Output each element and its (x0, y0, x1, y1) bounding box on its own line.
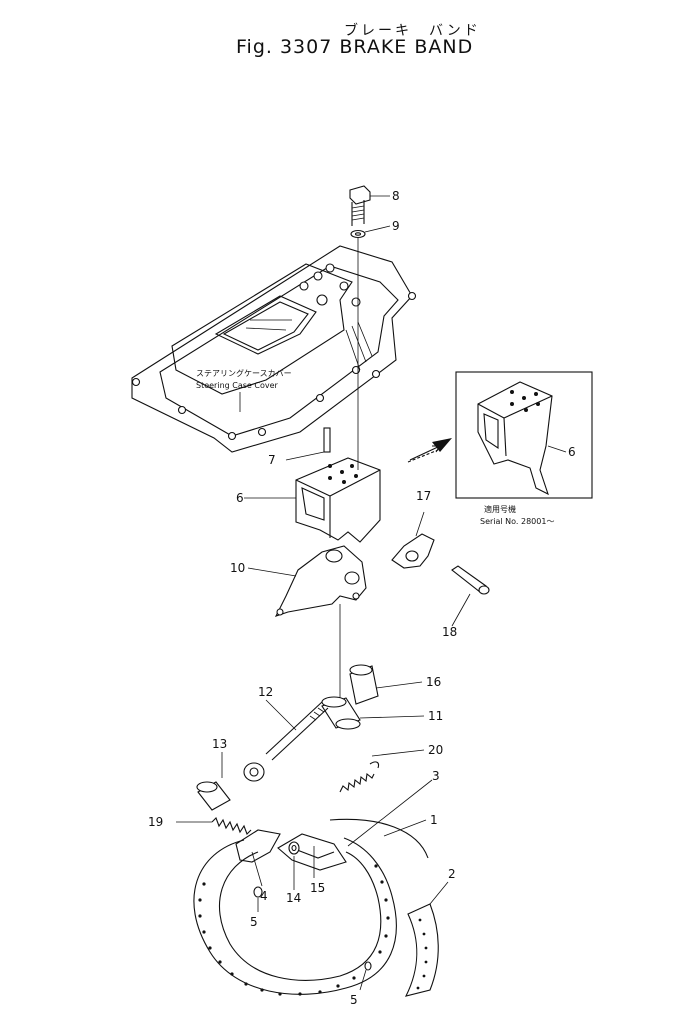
bolt-8 (349, 185, 390, 226)
rivet-5-lower (359, 961, 372, 991)
steering-case-cover (131, 245, 417, 453)
spring-20 (339, 749, 425, 793)
label-part-13: 13 (212, 737, 227, 751)
lever-17 (391, 511, 435, 569)
label-part-18: 18 (442, 625, 457, 639)
label-part-6-inset: 6 (568, 445, 576, 459)
label-part-15: 15 (310, 881, 325, 895)
pin-13 (196, 752, 231, 811)
inset-alternate-bracket (455, 371, 593, 499)
label-part-2: 2 (448, 867, 456, 881)
bracket-4 (235, 829, 281, 887)
figure-title-japanese: ブレーキ バンド (344, 23, 481, 39)
label-part-9: 9 (392, 219, 400, 233)
label-part-1: 1 (430, 813, 438, 827)
label-part-8: 8 (392, 189, 400, 203)
washer-14 (288, 841, 300, 890)
bracket-3 (277, 779, 433, 871)
label-part-14: 14 (286, 891, 301, 905)
pin-16 (349, 664, 423, 705)
label-part-17: 17 (416, 489, 431, 503)
pin-7 (285, 427, 331, 461)
label-part-10: 10 (230, 561, 245, 575)
label-part-6-main: 6 (236, 491, 244, 505)
lever-10 (247, 545, 367, 617)
pin-18 (451, 565, 490, 627)
serial-english-label: Serial No. 28001～ (480, 517, 554, 526)
figure-title: Fig. 3307 BRAKE BAND (236, 36, 474, 58)
rivet-5-upper (253, 886, 263, 912)
label-part-19: 19 (148, 815, 163, 829)
bracket-6 (244, 457, 381, 543)
arrow (407, 438, 452, 463)
label-part-5-lower: 5 (350, 993, 358, 1007)
cover-english-label: Steering Case Cover (196, 381, 279, 390)
serial-japanese-label: 適用号機 (484, 504, 516, 514)
brake-band-1 (193, 818, 429, 996)
label-part-11: 11 (428, 709, 443, 723)
label-part-20: 20 (428, 743, 443, 757)
label-part-12: 12 (258, 685, 273, 699)
rod-12 (243, 699, 329, 782)
lining-2 (404, 881, 449, 997)
label-part-16: 16 (426, 675, 441, 689)
label-part-5-upper: 5 (250, 915, 258, 929)
label-part-3: 3 (432, 769, 440, 783)
washer-9 (350, 225, 391, 239)
label-part-4: 4 (260, 889, 268, 903)
cover-japanese-label: ステアリングケースカバー (196, 368, 292, 378)
spring-19 (176, 817, 252, 835)
trunnion-11 (321, 696, 425, 730)
label-part-7: 7 (268, 453, 276, 467)
